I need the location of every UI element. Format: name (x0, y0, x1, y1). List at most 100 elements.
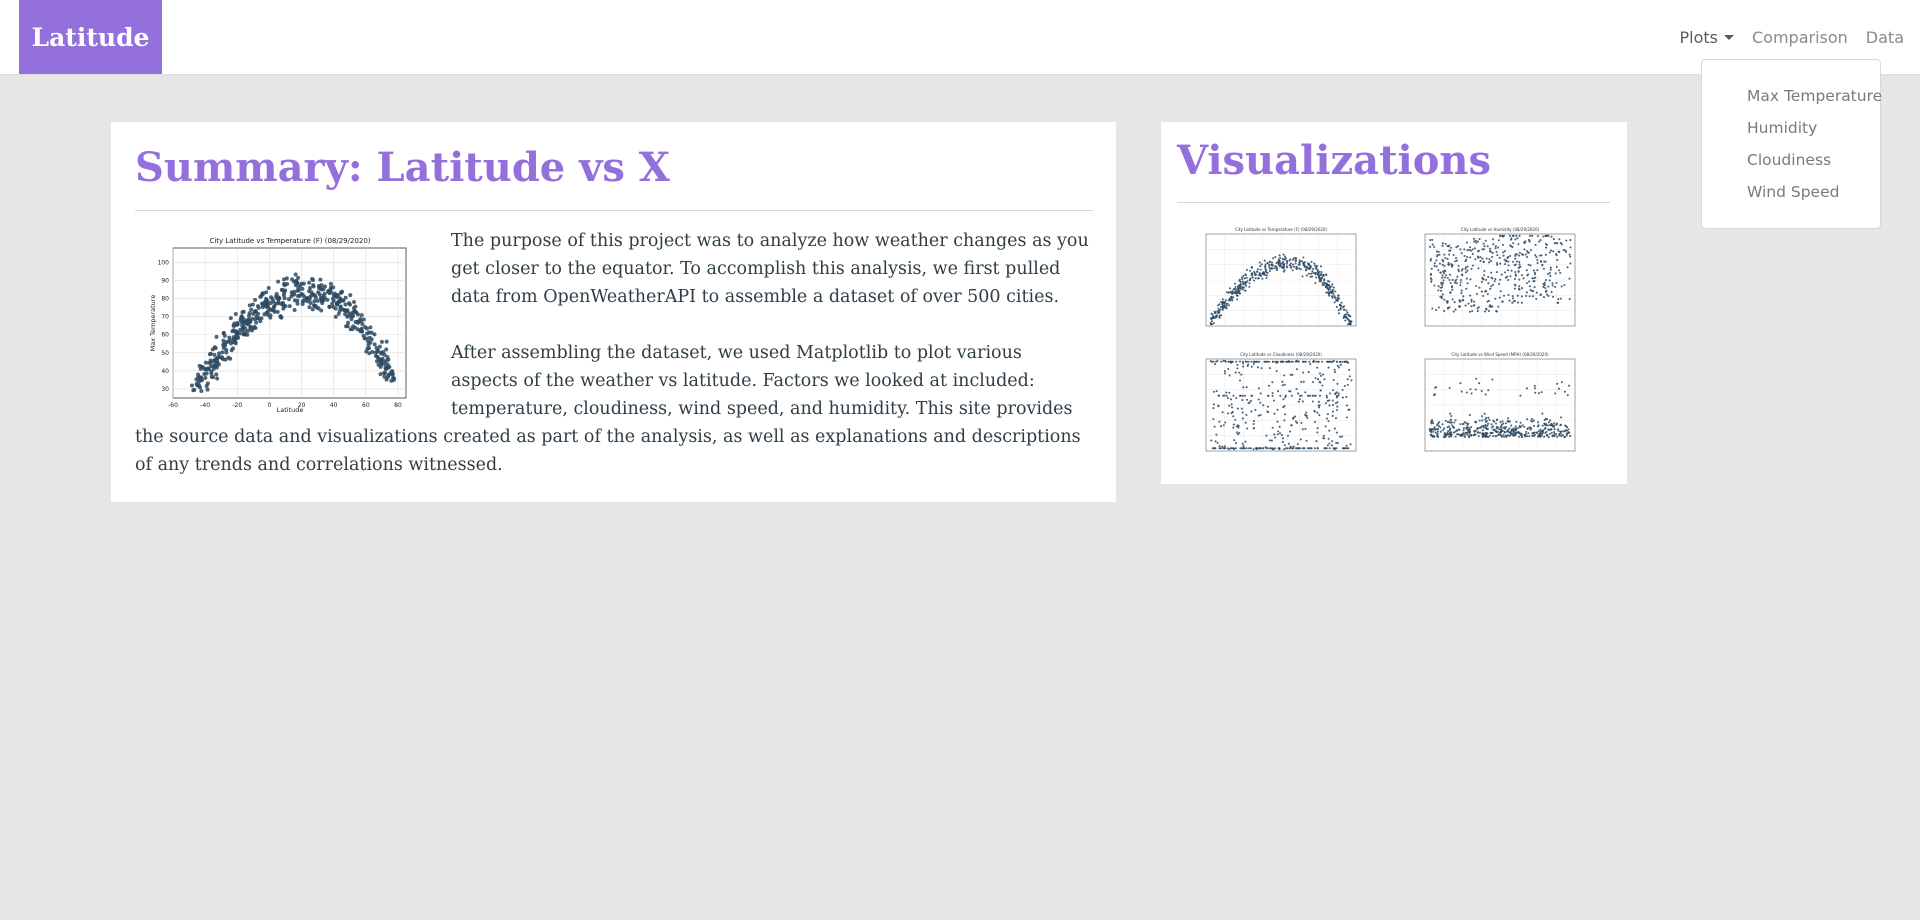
data-point (1324, 425, 1327, 428)
thumbnail-cloudiness-plot[interactable]: City Latitude vs Cloudiness (08/29/2020) (1184, 351, 1364, 461)
data-point (363, 325, 368, 330)
data-point (1335, 441, 1338, 444)
thumbnail-humidity-plot[interactable]: City Latitude vs Humidity (08/29/2020) (1403, 226, 1583, 336)
nav-plots-dropdown[interactable]: Plots (1671, 28, 1744, 47)
data-point (1469, 278, 1472, 281)
nav-links: Plots Comparison Data (1671, 0, 1914, 74)
data-point (1484, 424, 1487, 427)
data-point (319, 308, 324, 313)
data-point (308, 294, 313, 299)
data-point (1447, 430, 1450, 433)
data-point (1500, 273, 1503, 276)
data-point (1551, 435, 1554, 438)
thumbnail-wind-speed-plot[interactable]: City Latitude vs Wind Speed (MPH) (08/29… (1403, 351, 1583, 461)
data-point (1514, 257, 1517, 260)
nav-data[interactable]: Data (1865, 27, 1904, 47)
data-point (1218, 316, 1221, 319)
data-point (1555, 433, 1558, 436)
data-point (1550, 428, 1553, 431)
data-point (1333, 447, 1337, 450)
data-point (1267, 394, 1270, 397)
data-point (1439, 430, 1442, 433)
visualizations-card: Visualizations City Latitude vs Temperat… (1161, 122, 1627, 484)
data-point (1429, 277, 1432, 280)
data-point (1502, 435, 1506, 438)
data-point (1458, 428, 1461, 431)
data-point (1330, 291, 1333, 294)
data-point (1551, 284, 1554, 287)
data-point (1470, 426, 1473, 429)
data-point (1548, 271, 1551, 274)
data-point (1304, 269, 1307, 272)
data-point (1531, 277, 1534, 280)
data-point (1262, 447, 1265, 450)
data-point (1476, 309, 1479, 313)
data-point (1288, 259, 1291, 262)
data-point (1319, 374, 1322, 377)
data-point (1306, 416, 1309, 420)
data-point (1340, 301, 1343, 304)
data-point (1233, 282, 1237, 285)
data-point (295, 298, 300, 303)
dropdown-item-humidity[interactable]: Humidity (1747, 119, 1818, 137)
data-point (1441, 293, 1444, 296)
data-point (1488, 261, 1491, 264)
data-point (1265, 276, 1268, 280)
data-point (1491, 255, 1494, 258)
data-point (1223, 445, 1226, 448)
data-point (1464, 260, 1467, 263)
data-point (329, 290, 334, 295)
data-point (1532, 419, 1535, 422)
data-point (1550, 235, 1553, 238)
dropdown-item-max-temperature[interactable]: Max Temperature (1747, 87, 1883, 105)
data-point (1475, 377, 1478, 380)
data-point (253, 325, 258, 330)
data-point (1501, 300, 1504, 303)
data-point (1321, 283, 1324, 286)
data-point (1339, 363, 1342, 366)
data-point (379, 339, 384, 344)
data-point (1268, 360, 1271, 363)
data-point (1434, 386, 1437, 389)
data-point (1521, 424, 1524, 427)
data-point (305, 296, 310, 301)
data-point (1560, 435, 1563, 438)
dropdown-item-cloudiness[interactable]: Cloudiness (1747, 151, 1832, 169)
data-point (1566, 394, 1569, 397)
thumbnail-temperature-plot[interactable]: City Latitude vs Temperature (F) (08/29/… (1184, 226, 1364, 336)
data-point (217, 351, 222, 356)
data-point (1280, 262, 1283, 265)
data-point (343, 312, 348, 317)
data-point (1474, 388, 1477, 391)
brand-logo[interactable]: Latitude (19, 0, 162, 74)
data-point (1266, 405, 1269, 408)
data-point (1348, 315, 1351, 318)
data-point (383, 370, 388, 375)
dropdown-item-wind-speed[interactable]: Wind Speed (1747, 183, 1840, 201)
data-point (1299, 447, 1302, 450)
data-point (1235, 360, 1238, 363)
data-point (1432, 428, 1436, 431)
data-point (1482, 294, 1485, 298)
nav-comparison[interactable]: Comparison (1752, 27, 1848, 47)
data-point (1227, 291, 1230, 294)
data-point (1252, 427, 1255, 430)
data-point (1294, 447, 1297, 450)
data-point (1233, 448, 1236, 451)
data-point (1515, 420, 1518, 423)
data-point (1547, 285, 1550, 288)
data-point (1505, 434, 1508, 437)
data-point (1443, 276, 1447, 279)
data-point (364, 349, 369, 354)
data-point (1232, 423, 1235, 426)
data-point (1270, 263, 1273, 266)
data-point (1485, 416, 1488, 420)
data-point (1219, 425, 1223, 428)
data-point (276, 301, 281, 306)
data-point (1499, 234, 1502, 237)
data-point (1320, 270, 1323, 274)
data-point (1448, 253, 1451, 256)
data-point (1268, 439, 1271, 442)
data-point (1253, 273, 1257, 277)
data-point (1332, 292, 1335, 295)
